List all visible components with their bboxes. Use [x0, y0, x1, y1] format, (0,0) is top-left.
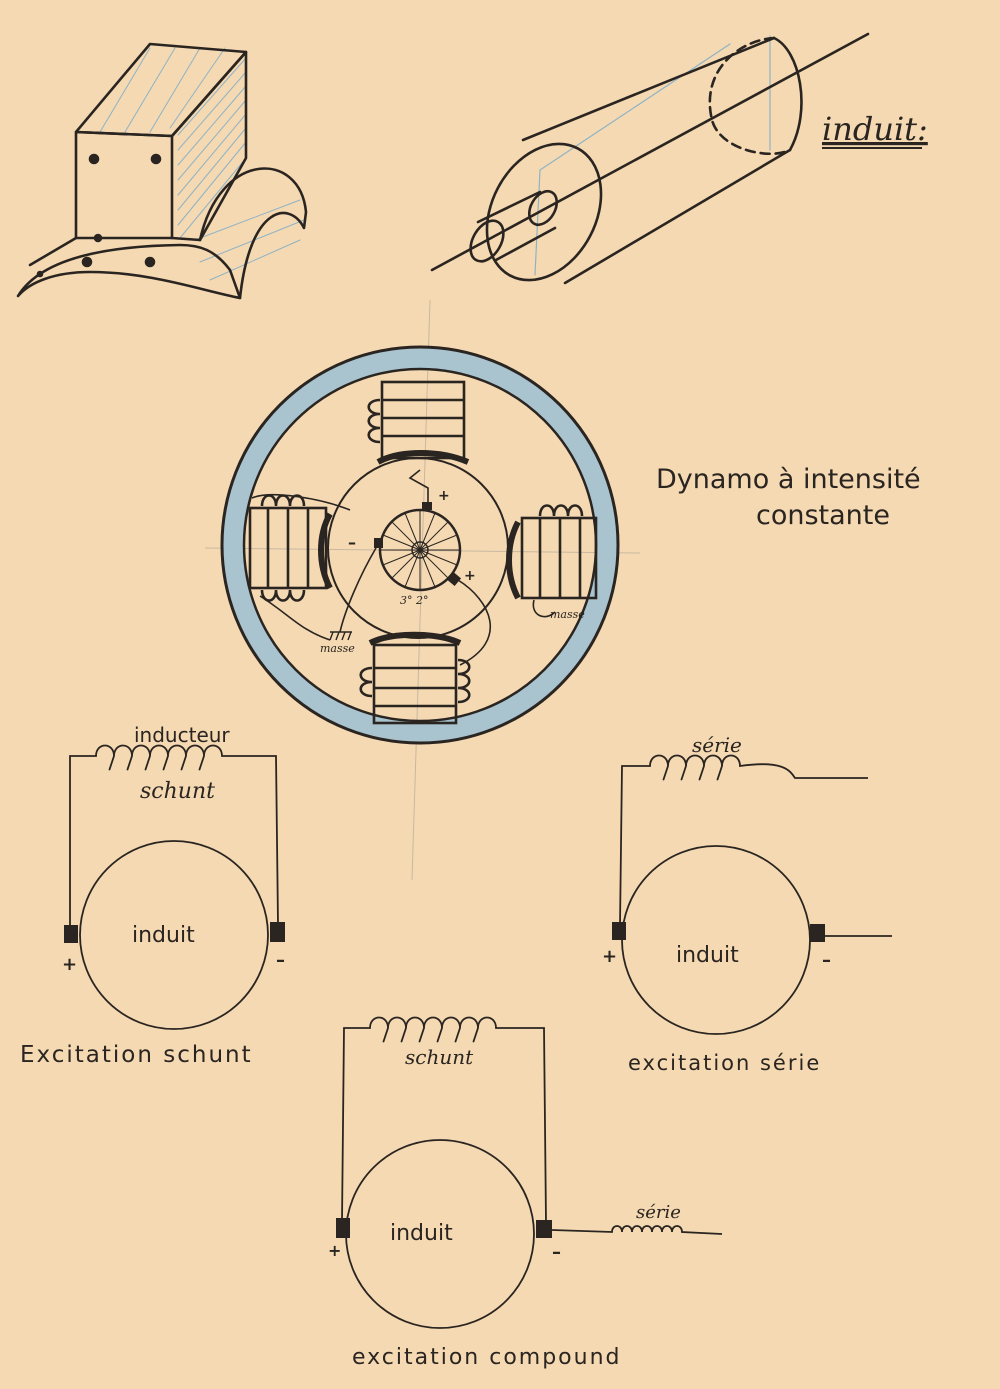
shunt-minus: –	[276, 950, 285, 971]
masse-label: masse	[320, 642, 355, 655]
compound-serie-label: série	[636, 1202, 681, 1223]
shunt-caption: Excitation schunt	[20, 1042, 253, 1068]
serie-circuit	[619, 754, 892, 1035]
dynamo-title-line1: Dynamo à intensité	[656, 464, 921, 495]
brush-top	[422, 502, 432, 510]
compound-serie-coil	[551, 1225, 723, 1235]
compound-coil-label: schunt	[405, 1045, 474, 1069]
brush-left	[374, 538, 383, 548]
dynamo-cross-section: masse masse 3° 2° + – +	[220, 345, 620, 745]
serie-plus: +	[602, 946, 617, 967]
shunt-plus: +	[62, 954, 77, 975]
armature-title: induit:	[822, 110, 928, 148]
shunt-armature-label: induit	[132, 923, 195, 948]
dynamo-wiring	[251, 469, 556, 666]
compound-brush-plus	[336, 1218, 350, 1238]
brush-right-plus: +	[464, 568, 476, 584]
serie-coil	[619, 754, 868, 927]
serie-caption: excitation série	[628, 1051, 821, 1075]
shunt-coil	[69, 744, 279, 932]
serie-minus: –	[822, 950, 831, 971]
field-pole-bottom	[359, 631, 471, 725]
field-pole-right	[506, 504, 598, 600]
brush-top-plus: +	[438, 488, 450, 504]
dynamo-frame-yoke	[222, 347, 618, 743]
serie-armature-circle	[621, 845, 811, 1035]
pole-piece-drawing	[16, 42, 308, 300]
compound-plus: +	[328, 1241, 341, 1260]
shunt-top-label: inducteur	[134, 723, 230, 747]
armature-cylinder-drawing	[430, 32, 870, 285]
compound-brush-minus	[536, 1220, 552, 1238]
compound-minus: –	[552, 1242, 561, 1263]
field-pole-left	[248, 494, 333, 602]
shunt-armature-circle	[79, 840, 269, 1030]
shunt-brush-plus	[64, 925, 78, 943]
compound-armature-label: induit	[390, 1221, 453, 1246]
serie-brush-minus	[810, 924, 825, 942]
brush-left-minus: –	[348, 533, 356, 552]
compound-circuit	[341, 1016, 723, 1329]
shunt-circuit	[69, 744, 279, 1030]
serie-coil-label: série	[692, 733, 742, 757]
serie-brush-plus	[612, 922, 626, 940]
compound-caption: excitation compound	[352, 1345, 622, 1370]
serie-armature-label: induit	[676, 943, 739, 968]
shunt-coil-label: schunt	[140, 779, 215, 804]
compound-shunt-coil	[341, 1016, 547, 1223]
masse-label-right: masse	[550, 608, 585, 621]
dynamo-title-line2: constante	[756, 500, 890, 531]
commutator	[378, 508, 462, 592]
masse-ground-symbol	[329, 631, 352, 641]
shunt-brush-minus	[270, 922, 285, 942]
field-pole-top	[367, 380, 470, 465]
small-note: 3° 2°	[400, 594, 429, 607]
brush-right	[447, 572, 462, 587]
